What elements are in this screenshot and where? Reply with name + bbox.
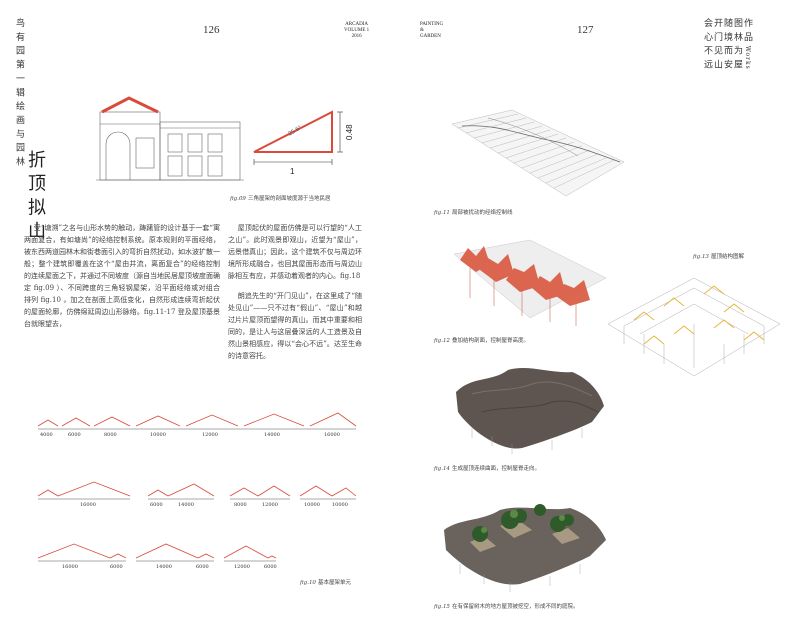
fig12-section-cuts <box>453 239 607 326</box>
caption-text: 生成屋顶连续曲面，控制屋脊走向。 <box>451 466 540 472</box>
header-col: 随 境 而 安 <box>722 18 732 70</box>
angle-label: 25.6° <box>288 125 304 138</box>
span-label: 16000 <box>324 432 340 438</box>
section-title: 折 顶 拟 山 <box>25 150 46 240</box>
fig-ref: fig.13 <box>693 254 709 260</box>
header-col: 绘 画 与 园 林 <box>14 101 24 167</box>
span-label: 6000 <box>110 564 123 570</box>
fig-ref: fig.15 <box>434 604 450 610</box>
caption-text: 基本屋架单元 <box>317 580 351 586</box>
fig11-wireframe-surface <box>451 109 625 197</box>
caption-text: 三角屋架的剖面坡度源于当地民居 <box>247 196 331 202</box>
caption-text: 在有保留树木的地方屋顶被挖空，形成不同的庭院。 <box>451 604 579 610</box>
header-col: 开 门 见 山 <box>712 18 722 70</box>
journal-line: PAINTING <box>420 22 444 27</box>
roof-elevation-drawing <box>96 96 244 181</box>
page-number-right: 127 <box>577 24 594 36</box>
truss-row-1: 4000 6000 8000 10000 12000 14000 16000 <box>37 412 357 438</box>
fig15-roof-with-trees <box>444 504 606 592</box>
header-col: 第 一 辑 <box>14 59 24 98</box>
fig14-roof-surface <box>456 368 604 454</box>
span-label: 12000 <box>234 564 250 570</box>
span-label: 6000 <box>264 564 277 570</box>
span-label: 8000 <box>104 432 117 438</box>
truss-row-2: 16000 6000 14000 8000 12000 10000 10000 <box>37 481 357 508</box>
span-label: 14000 <box>264 432 280 438</box>
header-col: 鸟 有 园 <box>14 18 24 56</box>
span-label: 10000 <box>304 502 320 508</box>
span-label: 10000 <box>332 502 348 508</box>
span-label: 12000 <box>202 432 218 438</box>
page-number-left: 126 <box>203 24 220 36</box>
journal-mark-left: ARCADIA VOLUME 1 2016 <box>344 22 369 40</box>
caption-text: 叠加结构剖面，控制屋脊高度。 <box>451 338 529 344</box>
fig-ref: fig.11 <box>434 210 450 216</box>
truss-row-3: 16000 6000 14000 6000 12000 6000 <box>37 543 277 570</box>
span-label: 10000 <box>150 432 166 438</box>
red-roof-outline <box>101 96 159 114</box>
body-column-1: 受“塘溯”之名与山形水势的触动，踌躇管的设计基于一套“寓两面复合，有如塘尚”的经… <box>24 222 220 338</box>
body-paragraph: 朗追先生的“开门见山”，在这里成了“随处见山”——只不过有“假山”、“屋山”和越… <box>228 292 362 360</box>
fig-ref: fig.12 <box>434 338 450 344</box>
fig-ref: fig.10 <box>300 580 316 586</box>
journal-line: & <box>420 28 424 33</box>
slope-triangle-diagram: 0.48 25.6° 1 <box>253 110 354 176</box>
span-label: 6000 <box>68 432 81 438</box>
journal-line: ARCADIA <box>345 22 368 27</box>
caption-text: 局部被扰动的经络控制线 <box>451 210 513 216</box>
span-label: 8000 <box>234 502 247 508</box>
base-label: 1 <box>290 167 295 176</box>
header-col: 作 品 <box>742 18 752 42</box>
span-label: 16000 <box>80 502 96 508</box>
span-label: 14000 <box>156 564 172 570</box>
fig-ref: fig.09 <box>230 196 246 202</box>
fig-ref: fig.14 <box>434 466 450 472</box>
fig13-structure-diagram <box>607 277 781 377</box>
span-label: 6000 <box>150 502 163 508</box>
header-col: Works <box>744 45 751 70</box>
header-col: 会 心 不 远 <box>702 18 712 70</box>
body-paragraph: 屋顶起伏的屋面仿佛是可以行望的“人工之山”。此时观景即观山，近望为“屋山”，远景… <box>228 224 362 280</box>
journal-mark-right: PAINTING & GARDEN <box>420 22 443 40</box>
caption-text: 屋顶结构图解 <box>710 254 744 260</box>
journal-line: 2016 <box>351 34 362 39</box>
journal-line: VOLUME 1 <box>344 28 370 33</box>
body-paragraph: 受“塘溯”之名与山形水势的触动，踌躇管的设计基于一套“寓两面复合，有如塘尚”的经… <box>24 224 220 328</box>
span-label: 12000 <box>262 502 278 508</box>
span-label: 14000 <box>178 502 194 508</box>
header-col: 图 林 为 屋 <box>732 18 742 70</box>
slope-label: 0.48 <box>345 124 354 140</box>
span-label: 6000 <box>196 564 209 570</box>
journal-line: GARDEN <box>420 34 441 39</box>
span-label: 16000 <box>62 564 78 570</box>
span-label: 4000 <box>40 432 53 438</box>
left-header-vertical: 鸟 有 园 第 一 辑 绘 画 与 园 林 <box>14 18 24 167</box>
body-column-2: 屋顶起伏的屋面仿佛是可以行望的“人工之山”。此时观景即观山，近望为“屋山”，远景… <box>228 222 362 370</box>
right-header-vertical: 作 品 Works 图 林 为 屋 随 境 而 安 开 门 见 山 会 心 不 … <box>702 18 752 78</box>
